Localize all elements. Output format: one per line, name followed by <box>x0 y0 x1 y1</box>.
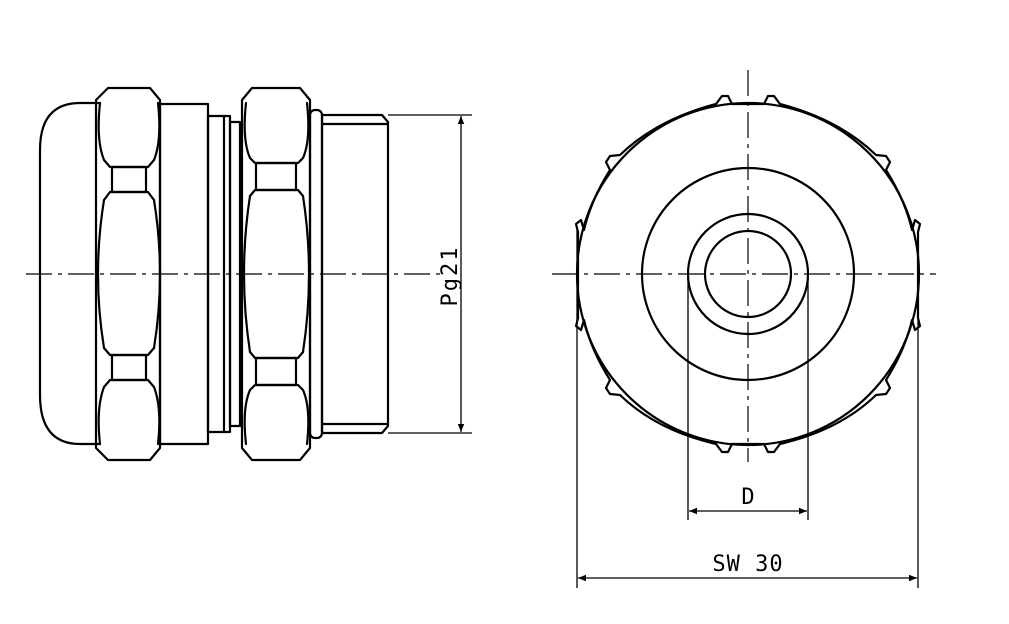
bore-dimension: D <box>687 274 809 520</box>
wrench-size-dimension: SW 30 <box>576 230 919 588</box>
thread-size-label: Pg21 <box>438 246 463 307</box>
dome-cap <box>38 101 102 446</box>
bore-label: D <box>741 485 754 510</box>
front-view: D SW 30 <box>552 70 936 588</box>
threaded-spigot <box>320 113 390 435</box>
thread-dimension: Pg21 <box>388 114 472 434</box>
wrench-size-label: SW 30 <box>712 552 783 577</box>
side-view: Pg21 <box>26 86 472 462</box>
